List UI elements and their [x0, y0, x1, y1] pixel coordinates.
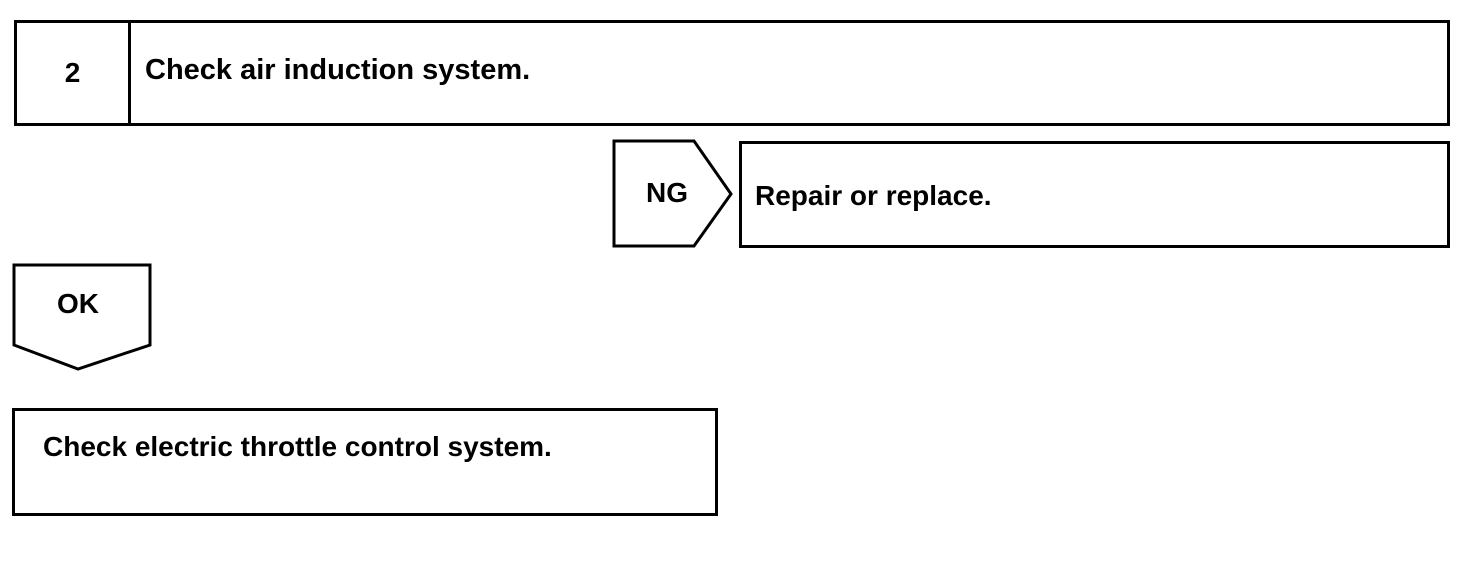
ng-result-box: Repair or replace. — [739, 141, 1450, 248]
step-title: Check air induction system. — [145, 54, 531, 86]
next-step-text: Check electric throttle control system. — [43, 431, 552, 462]
ng-label: NG — [646, 177, 688, 208]
ng-result-text: Repair or replace. — [755, 180, 992, 211]
step-header-box: 2 Check air induction system. — [14, 20, 1450, 126]
step-number: 2 — [17, 23, 131, 123]
ok-label: OK — [57, 288, 99, 319]
next-step-box: Check electric throttle control system. — [12, 408, 718, 516]
